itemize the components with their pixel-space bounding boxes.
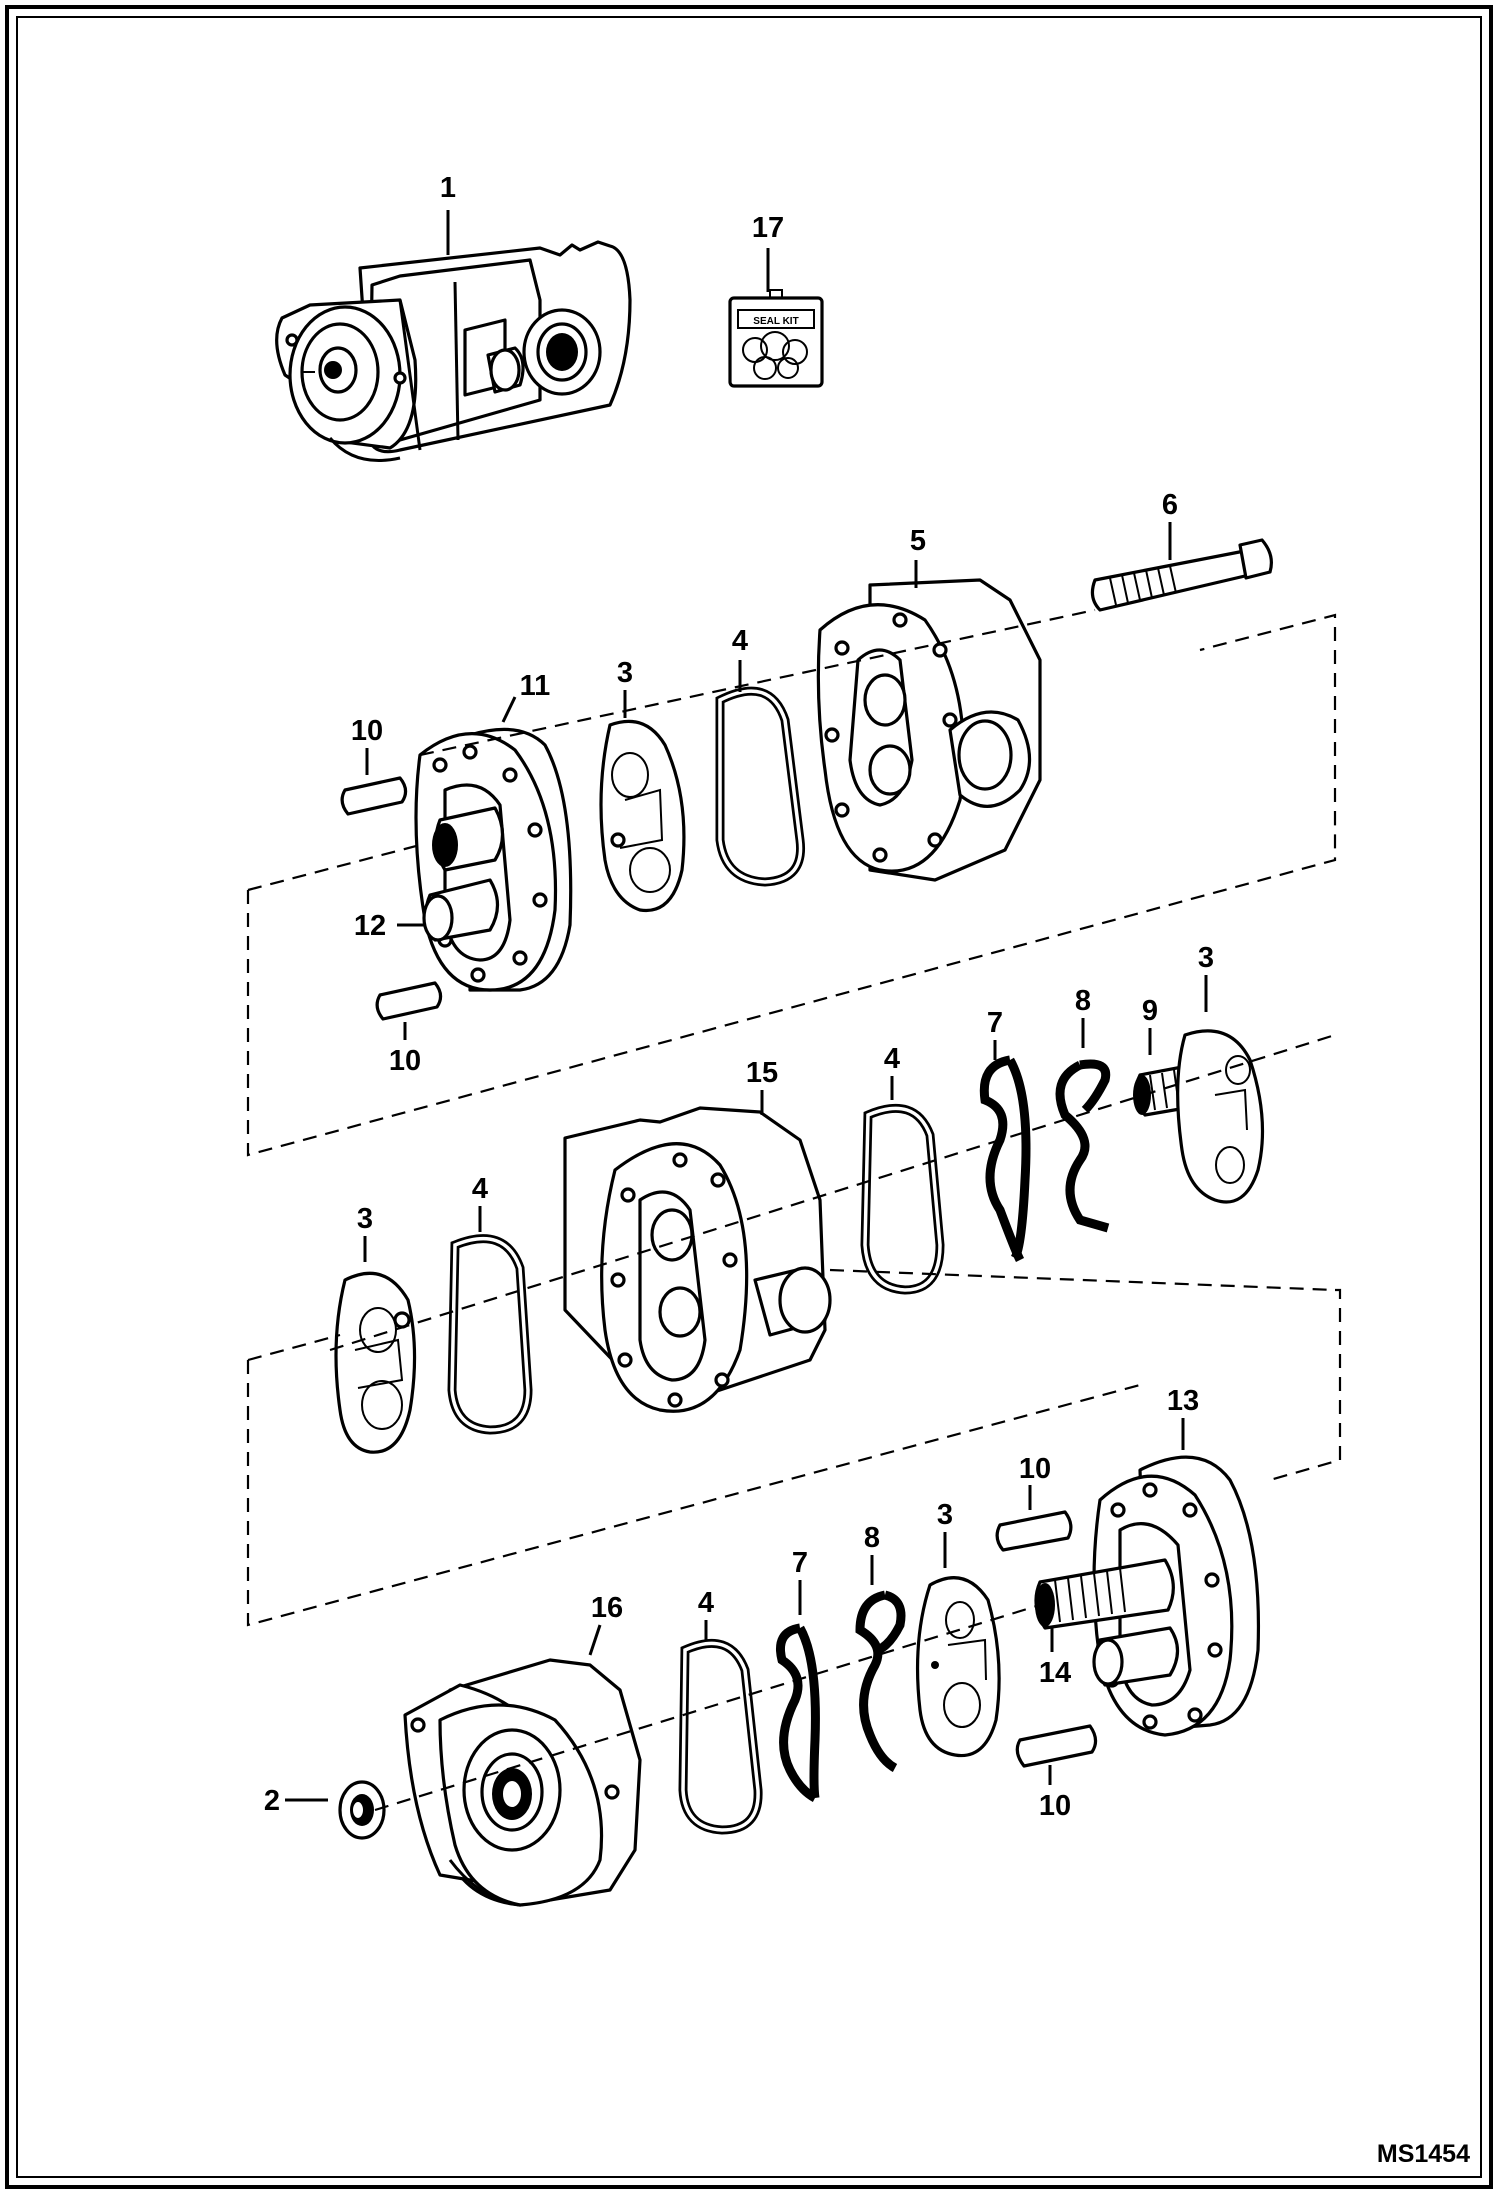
axis-line-upper — [419, 608, 1096, 757]
callout-3-left: 3 — [357, 1203, 373, 1235]
drive-gear-shaft-upper — [432, 806, 505, 872]
part-2-shaft-seal — [338, 1780, 386, 1840]
callout-9: 9 — [1142, 995, 1158, 1027]
part-4-o-ring-lower — [678, 1638, 763, 1835]
callout-6: 6 — [1162, 489, 1178, 521]
callout-10-fourth: 10 — [1039, 1790, 1071, 1822]
axis-line-middle — [329, 1033, 1336, 1352]
callout-11: 11 — [520, 670, 551, 702]
callout-17: 17 — [752, 212, 784, 244]
dashed-connector-lower-top — [247, 1333, 341, 1362]
dashed-connector-lower-right-edge — [1269, 1288, 1342, 1482]
callout-10-second: 10 — [389, 1045, 421, 1077]
callout-4-lower: 4 — [698, 1587, 714, 1619]
part-16-front-cover — [403, 1658, 642, 1907]
leader-lines — [285, 210, 1208, 1802]
part-6-bolt — [1090, 538, 1273, 612]
dashed-connector-upper-top — [247, 843, 421, 892]
part-3-wear-plate-left — [334, 1271, 417, 1454]
part-12-driven-gear — [422, 878, 500, 942]
part-10-dowel-pin-rear-lower — [1015, 1724, 1098, 1768]
part-4-o-ring-upper — [715, 686, 806, 887]
part-4-o-ring-middle-right — [860, 1103, 945, 1295]
dashed-connector-right — [1199, 613, 1337, 825]
part-1-pump-assembly — [275, 240, 632, 462]
callout-7-lower: 7 — [792, 1547, 808, 1579]
callout-3-lower: 3 — [937, 1499, 953, 1531]
part-14-drive-shaft — [1034, 1558, 1180, 1687]
axis-line-lower — [374, 1603, 1041, 1812]
callout-10-upper: 10 — [351, 715, 383, 747]
callout-15: 15 — [746, 1057, 778, 1089]
callout-1: 1 — [440, 172, 456, 204]
callout-16: 16 — [591, 1592, 623, 1624]
part-4-o-ring-middle-left — [447, 1234, 533, 1435]
part-17-seal-kit: SEAL KIT — [728, 289, 824, 388]
dashed-connector-upper — [246, 825, 1337, 1157]
callout-4-middle-right: 4 — [884, 1043, 900, 1075]
dashed-connector-lower — [246, 1360, 1141, 1627]
callout-12: 12 — [354, 910, 386, 942]
part-3-wear-plate-right — [1176, 1029, 1265, 1204]
part-15-middle-housing — [563, 1106, 832, 1413]
part-7-seal-upper — [979, 1055, 1031, 1263]
callout-14: 14 — [1039, 1657, 1071, 1689]
callout-3-upper: 3 — [617, 657, 633, 689]
callout-13: 13 — [1167, 1385, 1199, 1417]
callout-5: 5 — [910, 525, 926, 557]
callout-4-upper: 4 — [732, 625, 748, 657]
callout-2: 2 — [264, 1785, 280, 1817]
part-5-rear-housing — [816, 578, 1042, 882]
callout-7-upper: 7 — [987, 1007, 1003, 1039]
part-10-dowel-pin-upper — [340, 776, 408, 816]
callout-10-third: 10 — [1019, 1453, 1051, 1485]
callout-3-right: 3 — [1198, 942, 1214, 974]
part-3-wear-plate-lower — [915, 1576, 1001, 1758]
callout-8-upper: 8 — [1075, 985, 1091, 1017]
part-3-wear-plate-upper — [599, 719, 686, 913]
part-7-seal-lower — [776, 1623, 820, 1802]
outer-border — [5, 5, 1493, 2189]
part-10-dowel-pin-rear-upper — [995, 1510, 1073, 1552]
callout-4-middle-left: 4 — [472, 1173, 488, 1205]
seal-kit-label: SEAL KIT — [753, 316, 798, 327]
document-id: MS1454 — [1377, 2140, 1470, 2168]
part-8-seal-upper — [1055, 1059, 1111, 1233]
inner-border — [16, 16, 1482, 2178]
callout-8-lower: 8 — [864, 1522, 880, 1554]
dashed-connector-lower-right — [829, 1268, 1336, 1292]
part-8-seal-lower — [855, 1590, 906, 1772]
part-10-dowel-pin-lower — [375, 981, 443, 1021]
